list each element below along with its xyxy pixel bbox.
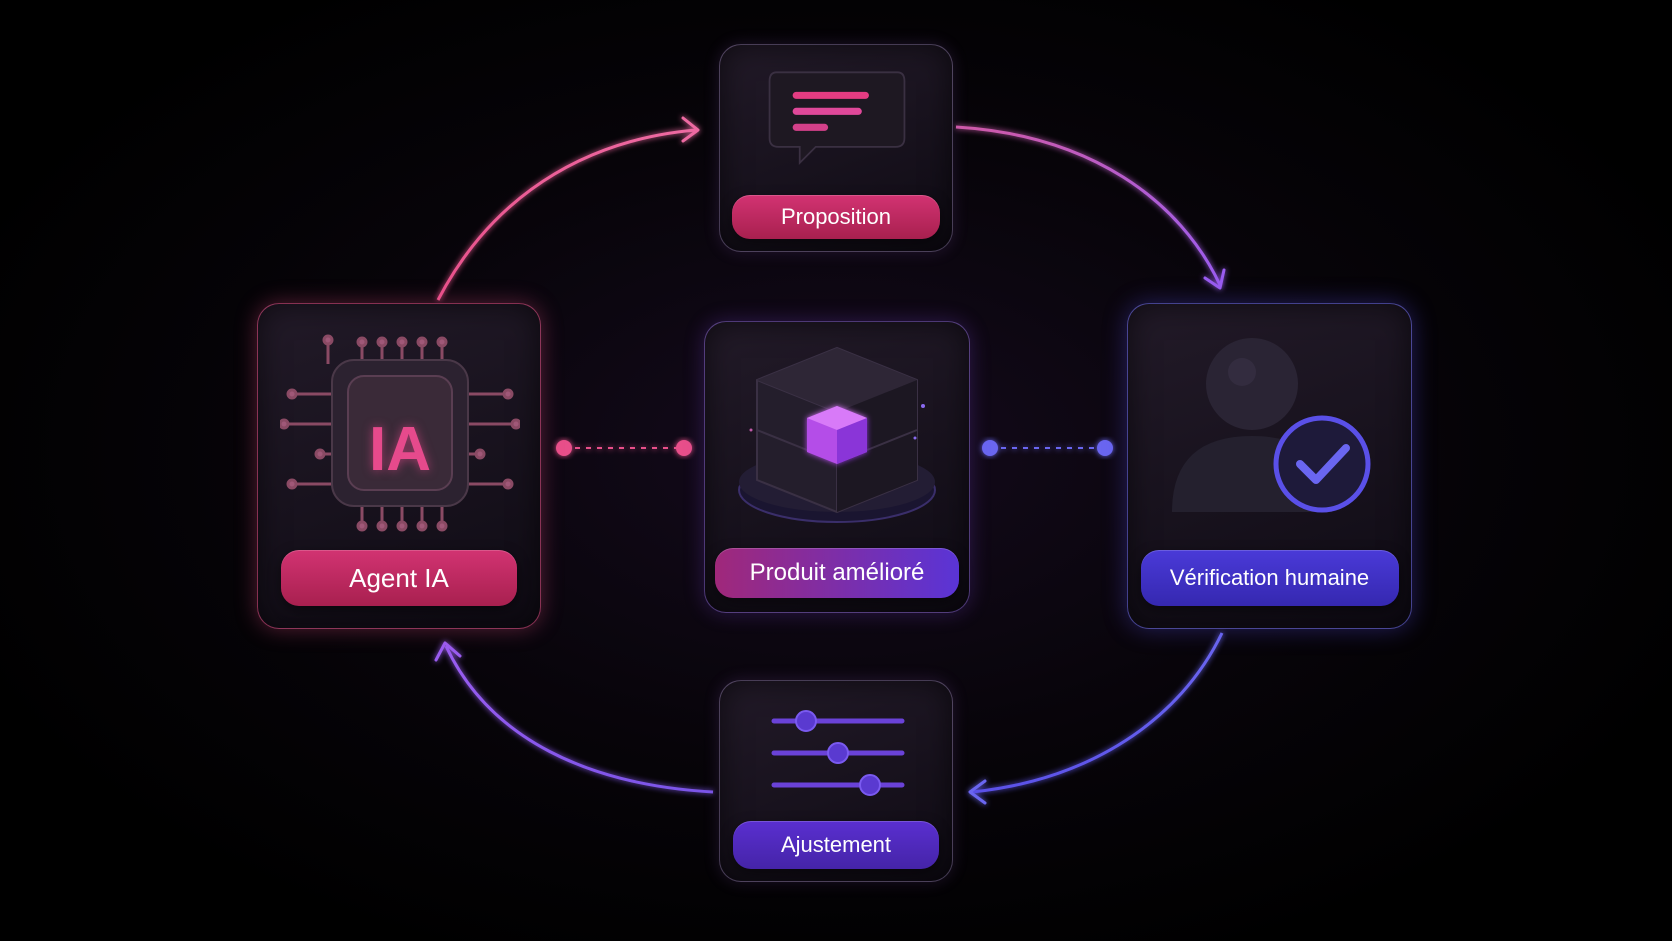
chip-text: IA <box>369 415 431 484</box>
dotted-link-agent-product <box>556 440 692 456</box>
adjustment-label: Ajustement <box>733 821 939 869</box>
arrow-verification-to-adjustment <box>968 632 1224 805</box>
verification-card[interactable]: Vérification humaine <box>1127 303 1412 629</box>
arrow-agent-to-proposition <box>436 116 700 301</box>
ai-chip-icon <box>280 334 520 532</box>
agent-ia-card[interactable]: IA Agent IA <box>257 303 541 629</box>
sliders-icon <box>771 710 905 796</box>
agent-ia-label: Agent IA <box>281 550 517 606</box>
arrow-adjustment-to-agent <box>434 641 714 794</box>
slider-knob[interactable] <box>795 710 817 732</box>
proposition-card[interactable]: Proposition <box>719 44 953 252</box>
user-check-icon <box>1172 338 1371 513</box>
cube-platform-icon <box>738 346 936 523</box>
adjustment-card[interactable]: Ajustement <box>719 680 953 882</box>
verification-label: Vérification humaine <box>1140 550 1399 606</box>
chat-bubble-icon <box>768 71 906 165</box>
slider-knob[interactable] <box>859 774 881 796</box>
arrow-proposition-to-verification <box>955 125 1226 290</box>
dotted-link-product-verification <box>982 440 1113 456</box>
proposition-label: Proposition <box>732 195 940 239</box>
slider-knob[interactable] <box>827 742 849 764</box>
product-label: Produit amélioré <box>715 548 959 598</box>
product-card[interactable]: Produit amélioré <box>704 321 970 613</box>
